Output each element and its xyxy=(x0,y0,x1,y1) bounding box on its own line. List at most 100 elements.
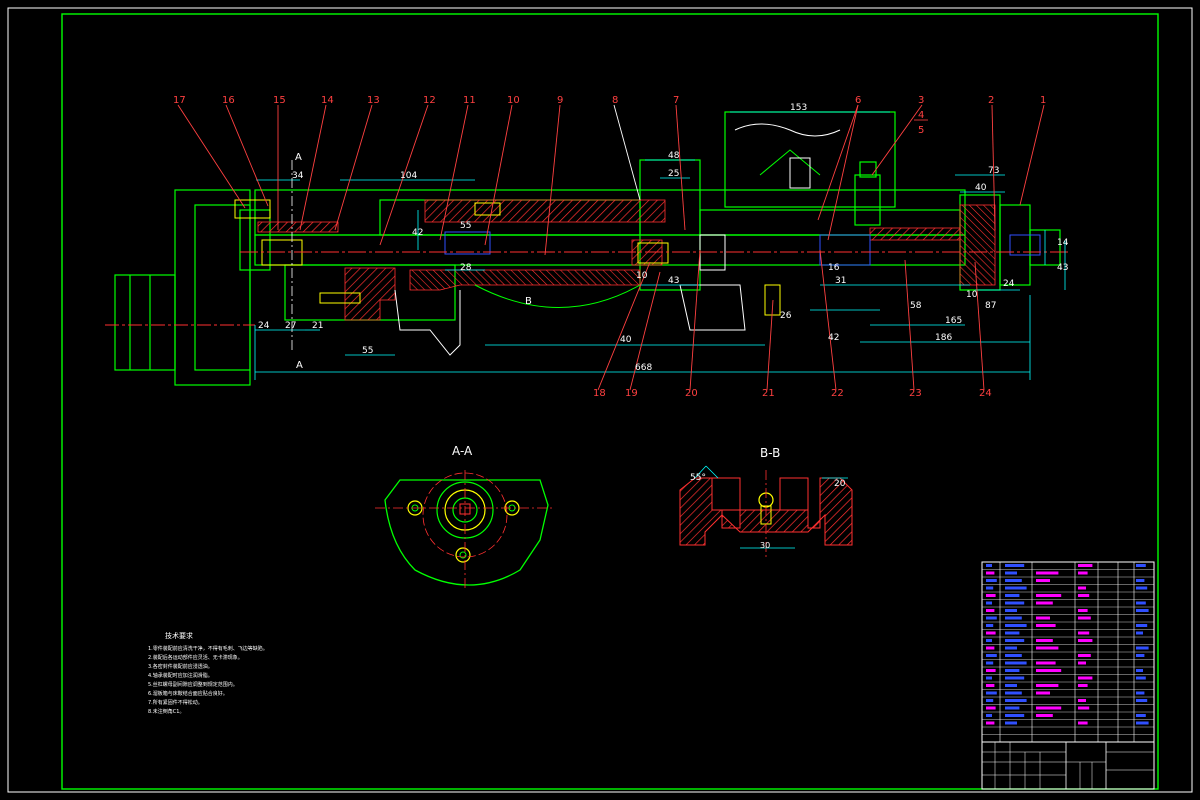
technical-notes: 技术要求 1.零件装配前应清洗干净，不得有毛刺、飞边等缺陷。 2.装配后各运动部… xyxy=(148,631,268,715)
note-line: 3.各密封件装配前应浸透油。 xyxy=(148,663,213,670)
parts-list-cell-mark xyxy=(986,616,997,620)
parts-list-cell-mark xyxy=(1078,571,1088,575)
parts-list-cell-mark xyxy=(1136,669,1143,672)
callout-22: 22 xyxy=(831,388,844,399)
hatch-right-bearing xyxy=(869,227,961,241)
parts-list-cell-mark xyxy=(1005,646,1017,650)
note-line: 4.轴承装配时应加注润滑脂。 xyxy=(148,672,213,679)
parts-list-cell-mark xyxy=(986,601,992,605)
view-label-aa: A-A xyxy=(452,444,473,458)
parts-list-cell-mark xyxy=(1005,601,1025,605)
parts-list-cell-mark xyxy=(1005,684,1017,687)
callout-11: 11 xyxy=(463,95,476,106)
parts-list-cell-mark xyxy=(1078,631,1090,635)
dim-42: 42 xyxy=(412,228,423,238)
parts-list-cell-mark xyxy=(986,579,997,582)
parts-list-cell-mark xyxy=(1005,714,1025,717)
parts-list-cell-mark xyxy=(986,721,995,725)
section-mark-a-bottom: A xyxy=(296,360,303,371)
hatch-left-nut xyxy=(257,221,339,233)
dim-43-right: 43 xyxy=(1057,263,1068,273)
parts-list-cell-mark xyxy=(1036,646,1059,650)
outer-frame xyxy=(7,7,1193,793)
dim-25: 25 xyxy=(668,169,679,179)
dim-26: 26 xyxy=(780,311,792,321)
parts-list-cell-mark xyxy=(986,594,996,597)
dim-24-right: 24 xyxy=(1003,279,1015,289)
callout-20: 20 xyxy=(685,388,698,399)
section-mark-b: B xyxy=(525,296,532,307)
parts-list-cell-mark xyxy=(1036,601,1053,605)
hatch-right-end xyxy=(959,204,996,286)
callout-6: 6 xyxy=(855,95,861,106)
parts-list-cell-mark xyxy=(1036,706,1062,710)
dim-42-b: 42 xyxy=(828,333,839,343)
parts-list-cell-mark xyxy=(986,609,995,612)
parts-list-cell-mark xyxy=(1136,564,1146,567)
parts-list-cell-mark xyxy=(1005,654,1022,657)
parts-list-cell-mark xyxy=(986,654,997,657)
callout-10: 10 xyxy=(507,95,520,106)
dim-48: 48 xyxy=(668,151,680,161)
dim-58: 58 xyxy=(910,301,922,311)
callout-7: 7 xyxy=(673,95,679,106)
dim-10: 10 xyxy=(636,271,648,281)
parts-list-cell-mark xyxy=(1005,609,1017,612)
callout-15: 15 xyxy=(273,95,286,106)
parts-list-cell-mark xyxy=(1078,661,1086,665)
note-line: 5.丝杠螺母副间隙应调整到规定范围内。 xyxy=(148,681,238,688)
parts-list-cell-mark xyxy=(1005,661,1027,665)
parts-list-cell-mark xyxy=(1136,624,1148,627)
parts-list-cell-mark xyxy=(1078,639,1093,642)
dim-14: 14 xyxy=(1057,238,1069,248)
parts-list-cell-mark xyxy=(1036,714,1053,717)
callout-3: 3 xyxy=(918,95,924,106)
parts-list-cell-mark xyxy=(986,714,992,717)
parts-list-cell-mark xyxy=(1078,706,1090,710)
note-line: 1.零件装配前应清洗干净，不得有毛刺、飞边等缺陷。 xyxy=(148,645,268,652)
parts-list-cell-mark xyxy=(1005,699,1027,702)
parts-list-cell-mark xyxy=(1136,631,1143,635)
parts-list-cell-mark xyxy=(1078,654,1091,657)
parts-list-cell-mark xyxy=(986,669,996,672)
parts-list-cell-mark xyxy=(1136,721,1149,725)
parts-list-cell-mark xyxy=(1005,721,1017,725)
parts-list-cell-mark xyxy=(986,631,996,635)
parts-list-cell-mark xyxy=(1005,564,1025,567)
dim-55-top: 55 xyxy=(460,221,471,231)
parts-list-cell-mark xyxy=(986,571,995,575)
view-label-bb: B-B xyxy=(760,446,780,460)
callout-24: 24 xyxy=(979,388,992,399)
dimension-texts: 153 73 40 104 34 48 25 55 28 10 43 42 24… xyxy=(258,103,1069,373)
parts-list-cell-mark xyxy=(1005,669,1020,672)
dim-165: 165 xyxy=(945,316,962,326)
dimension-lines xyxy=(254,111,1066,380)
hatch-lead-screw-housing xyxy=(424,199,666,223)
parts-list-cell-mark xyxy=(1036,571,1059,575)
dim-b-30: 30 xyxy=(760,541,770,550)
dim-186: 186 xyxy=(935,333,952,343)
parts-list-cell-mark xyxy=(1005,586,1027,590)
parts-list-cell-mark xyxy=(1036,639,1053,642)
parts-list-cell-mark xyxy=(1136,714,1146,717)
callout-16: 16 xyxy=(222,95,235,106)
section-mark-a-top: A xyxy=(295,152,302,163)
dim-27: 27 xyxy=(285,321,296,331)
parts-list-cell-mark xyxy=(986,564,992,567)
parts-list-cell-mark xyxy=(1078,721,1088,725)
parts-list-cell-mark xyxy=(1036,684,1059,687)
parts-list-cell-mark xyxy=(1036,669,1062,672)
note-line: 8.未注倒角C1。 xyxy=(148,708,184,715)
parts-list-cell-mark xyxy=(1005,631,1020,635)
parts-list-cell-mark xyxy=(1136,691,1145,695)
callout-4: 4 xyxy=(918,110,924,121)
notes-title: 技术要求 xyxy=(165,631,193,640)
note-line: 6.溜板箱与床鞍结合面应贴合良好。 xyxy=(148,690,228,697)
dim-87: 87 xyxy=(985,301,996,311)
dim-10-b: 10 xyxy=(966,290,978,300)
parts-list-cell-mark xyxy=(1005,691,1022,695)
parts-list-cell-mark xyxy=(1136,699,1148,702)
parts-list-cell-mark xyxy=(986,661,994,665)
parts-list-cell-mark xyxy=(986,646,995,650)
